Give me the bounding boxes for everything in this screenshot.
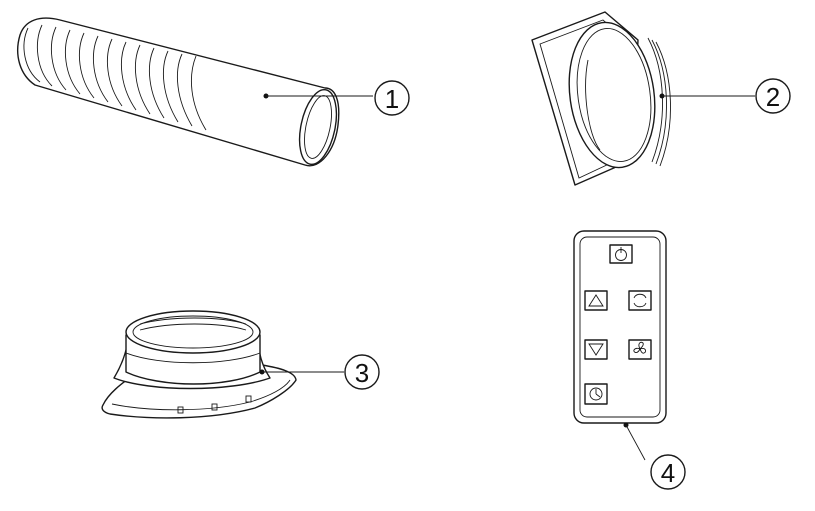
unit-adapter: 3	[101, 310, 380, 419]
remote-control: 4	[573, 230, 686, 490]
timer-button	[584, 383, 608, 405]
power-button	[609, 244, 633, 264]
hose-ribs	[23, 24, 193, 127]
up-arrow-button	[584, 290, 608, 311]
window-adapter: 2	[531, 11, 791, 186]
exhaust-hose: 1	[17, 17, 410, 167]
mode-button	[628, 290, 652, 311]
callout-1: 1	[385, 84, 399, 114]
down-arrow-button	[584, 339, 608, 360]
fan-button	[628, 339, 652, 360]
callout-2: 2	[766, 82, 780, 112]
callout-3: 3	[355, 358, 369, 388]
callout-4: 4	[661, 458, 675, 488]
